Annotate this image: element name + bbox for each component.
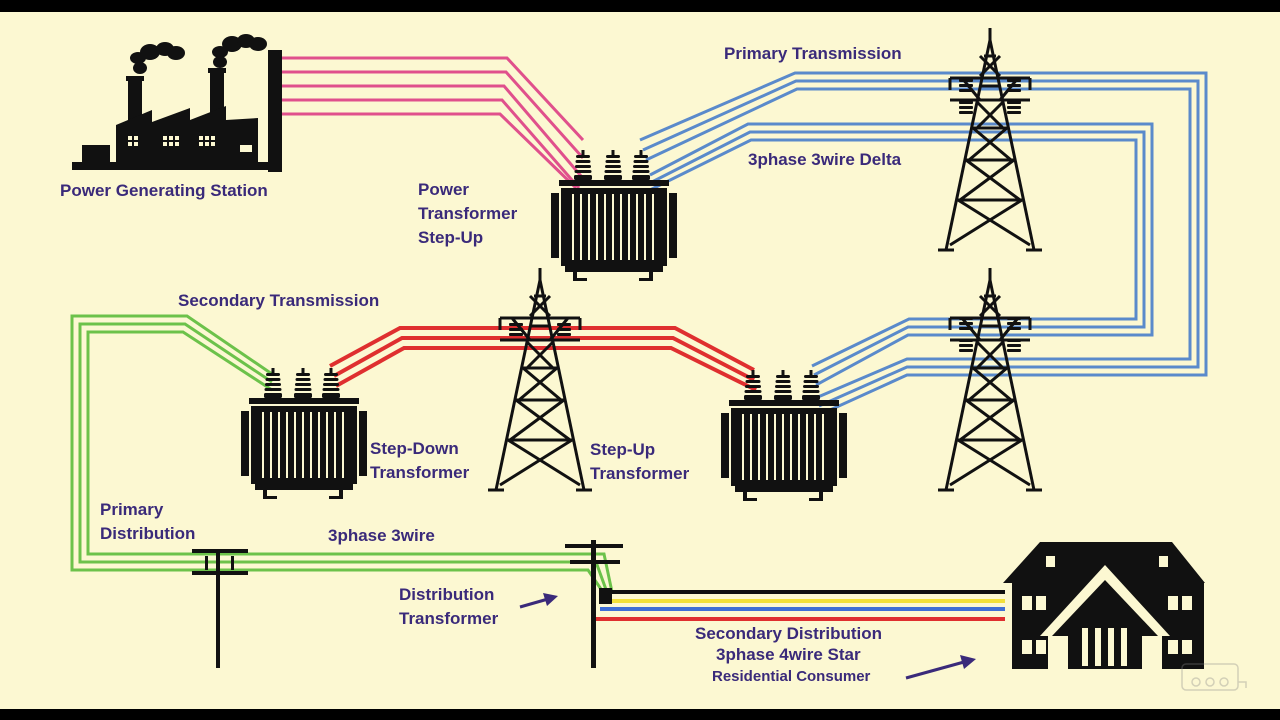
primary-distribution-label-line1: Primary bbox=[100, 500, 164, 519]
arrow-icon bbox=[519, 593, 558, 609]
delta-label: 3phase 3wire Delta bbox=[748, 150, 902, 169]
power-transformer-label-line3: Step-Up bbox=[418, 228, 484, 247]
factory-icon bbox=[72, 34, 282, 172]
four-wire-star-label: 3phase 4wire Star bbox=[716, 645, 861, 664]
secondary-transmission-label: Secondary Transmission bbox=[178, 291, 380, 310]
step-up-label-line2: Transformer bbox=[590, 464, 690, 483]
step-down-label-line2: Transformer bbox=[370, 463, 470, 482]
service-lines bbox=[596, 590, 1005, 621]
utility-pole-icon bbox=[192, 549, 248, 668]
secondary-transmission-lines bbox=[329, 326, 757, 392]
power-transformer-label-line2: Transformer bbox=[418, 204, 518, 223]
house-icon bbox=[1003, 542, 1205, 669]
distribution-transformer-label-line1: Distribution bbox=[399, 585, 495, 604]
three-wire-label: 3phase 3wire bbox=[328, 526, 435, 545]
distribution-transformer-label-line2: Transformer bbox=[399, 609, 499, 628]
residential-consumer-label: Residential Consumer bbox=[712, 668, 871, 685]
arrow-icon bbox=[905, 655, 976, 680]
primary-transmission-lines bbox=[639, 71, 1208, 417]
step-down-label-line1: Step-Down bbox=[370, 439, 459, 458]
primary-distribution-label-line2: Distribution bbox=[100, 524, 196, 543]
secondary-distribution-label: Secondary Distribution bbox=[695, 624, 883, 643]
primary-transmission-label: Primary Transmission bbox=[724, 44, 902, 63]
step-up-label-line1: Step-Up bbox=[590, 440, 656, 459]
power-station-label: Power Generating Station bbox=[60, 181, 268, 200]
utility-pole-icon bbox=[565, 540, 623, 668]
power-transformer-label-line1: Power bbox=[418, 180, 470, 199]
electric-school-logo bbox=[1181, 663, 1247, 691]
generation-lines bbox=[281, 56, 585, 190]
